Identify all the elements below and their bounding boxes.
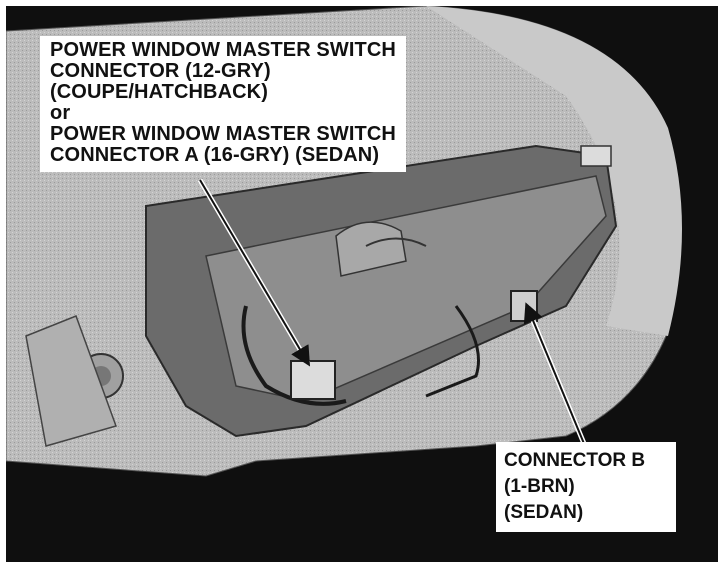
connector-a xyxy=(290,360,336,400)
callout-label-connector-b: CONNECTOR B (1-BRN) (SEDAN) xyxy=(496,442,676,532)
callout-a-line: POWER WINDOW MASTER SWITCH xyxy=(50,123,396,145)
callout-a-line: POWER WINDOW MASTER SWITCH xyxy=(50,39,396,61)
callout-a-line: CONNECTOR (12-GRY) xyxy=(50,60,271,82)
callout-a-line: CONNECTOR A (16-GRY) (SEDAN) xyxy=(50,144,380,166)
callout-label-connector-a: POWER WINDOW MASTER SWITCH CONNECTOR (12… xyxy=(40,36,406,172)
callout-a-line: (COUPE/HATCHBACK) xyxy=(50,81,268,103)
connector-b xyxy=(510,290,538,322)
callout-b-line: (SEDAN) xyxy=(504,502,584,523)
callout-b-line: CONNECTOR B xyxy=(504,450,646,471)
callout-a-line: or xyxy=(50,102,71,124)
callout-b-line: (1-BRN) xyxy=(504,476,575,497)
